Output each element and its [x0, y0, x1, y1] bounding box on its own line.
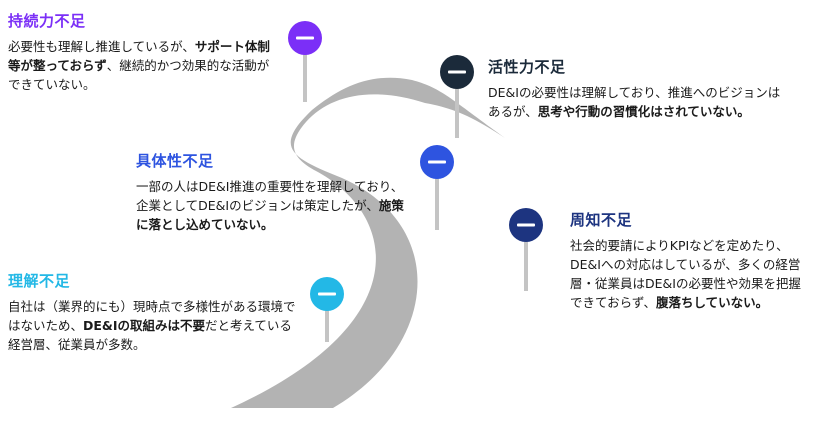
text-span: だと考えている経営層、従業員が多数。 — [8, 318, 292, 352]
text-span: 、継続的かつ効果的な活動ができていない。 — [8, 58, 270, 92]
stage-title: 具体性不足 — [136, 152, 214, 170]
pin-sustain — [288, 21, 322, 102]
pin-understand-pole — [325, 294, 329, 342]
pin-activ — [440, 55, 474, 138]
emphasis-text: 施策に落とし込めていない。 — [136, 198, 404, 232]
minus-icon — [517, 223, 535, 227]
pin-sustain-pole — [303, 38, 307, 102]
pin-understand — [310, 277, 344, 342]
text-span: 自社は（業界的にも）現時点で多様性がある環境ではないため、 — [8, 299, 296, 333]
pin-aware-pole — [524, 225, 528, 291]
text-span: DE&Iの必要性は理解しており、推進へのビジョンはあるが、 — [488, 85, 781, 119]
minus-icon — [296, 36, 314, 40]
stage-description: DE&Iの必要性は理解しており、推進へのビジョンはあるが、思考や行動の習慣化はさ… — [488, 83, 788, 121]
winding-road — [231, 77, 505, 408]
minus-icon — [448, 70, 466, 74]
pin-aware — [509, 208, 543, 291]
stage-title: 周知不足 — [570, 211, 633, 229]
minus-icon — [428, 160, 446, 164]
stage-understand: 理解不足 自社は（業界的にも）現時点で多様性がある環境ではないため、DE&Iの取… — [8, 270, 298, 354]
stage-concrete: 具体性不足 一部の人はDE&I推進の重要性を理解しており、企業としてDE&Iのビ… — [136, 150, 406, 234]
text-span: 社会的要請によりKPIなどを定めたり、DE&Iへの対応はしているが、多くの経営層… — [570, 238, 801, 310]
stage-sustain: 持続力不足 必要性も理解し推進しているが、サポート体制等が整っておらず、継続的か… — [8, 10, 273, 94]
pin-concrete — [420, 145, 454, 230]
stage-title: 活性力不足 — [488, 58, 566, 76]
minus-icon — [318, 292, 336, 296]
pin-activ-pole — [455, 72, 459, 138]
stage-aware: 周知不足 社会的要請によりKPIなどを定めたり、DE&Iへの対応はしているが、多… — [570, 209, 810, 312]
emphasis-text: サポート体制等が整っておらず — [8, 39, 270, 73]
stage-activ: 活性力不足 DE&Iの必要性は理解しており、推進へのビジョンはあるが、思考や行動… — [488, 56, 788, 121]
stage-title: 持続力不足 — [8, 12, 86, 30]
pin-concrete-pole — [435, 162, 439, 230]
emphasis-text: 腹落ちしていない。 — [656, 295, 769, 310]
emphasis-text: DE&Iの取組みは不要 — [83, 318, 205, 333]
stage-description: 一部の人はDE&I推進の重要性を理解しており、企業としてDE&Iのビジョンは策定… — [136, 177, 406, 234]
text-span: 必要性も理解し推進しているが、 — [8, 39, 195, 54]
stage-description: 自社は（業界的にも）現時点で多様性がある環境ではないため、DE&Iの取組みは不要… — [8, 297, 298, 354]
text-span: 一部の人はDE&I推進の重要性を理解しており、企業としてDE&Iのビジョンは策定… — [136, 179, 404, 213]
stage-description: 必要性も理解し推進しているが、サポート体制等が整っておらず、継続的かつ効果的な活… — [8, 37, 273, 94]
stage-description: 社会的要請によりKPIなどを定めたり、DE&Iへの対応はしているが、多くの経営層… — [570, 236, 810, 312]
emphasis-text: 思考や行動の習慣化はされていない。 — [537, 104, 750, 119]
stage-title: 理解不足 — [8, 272, 71, 290]
